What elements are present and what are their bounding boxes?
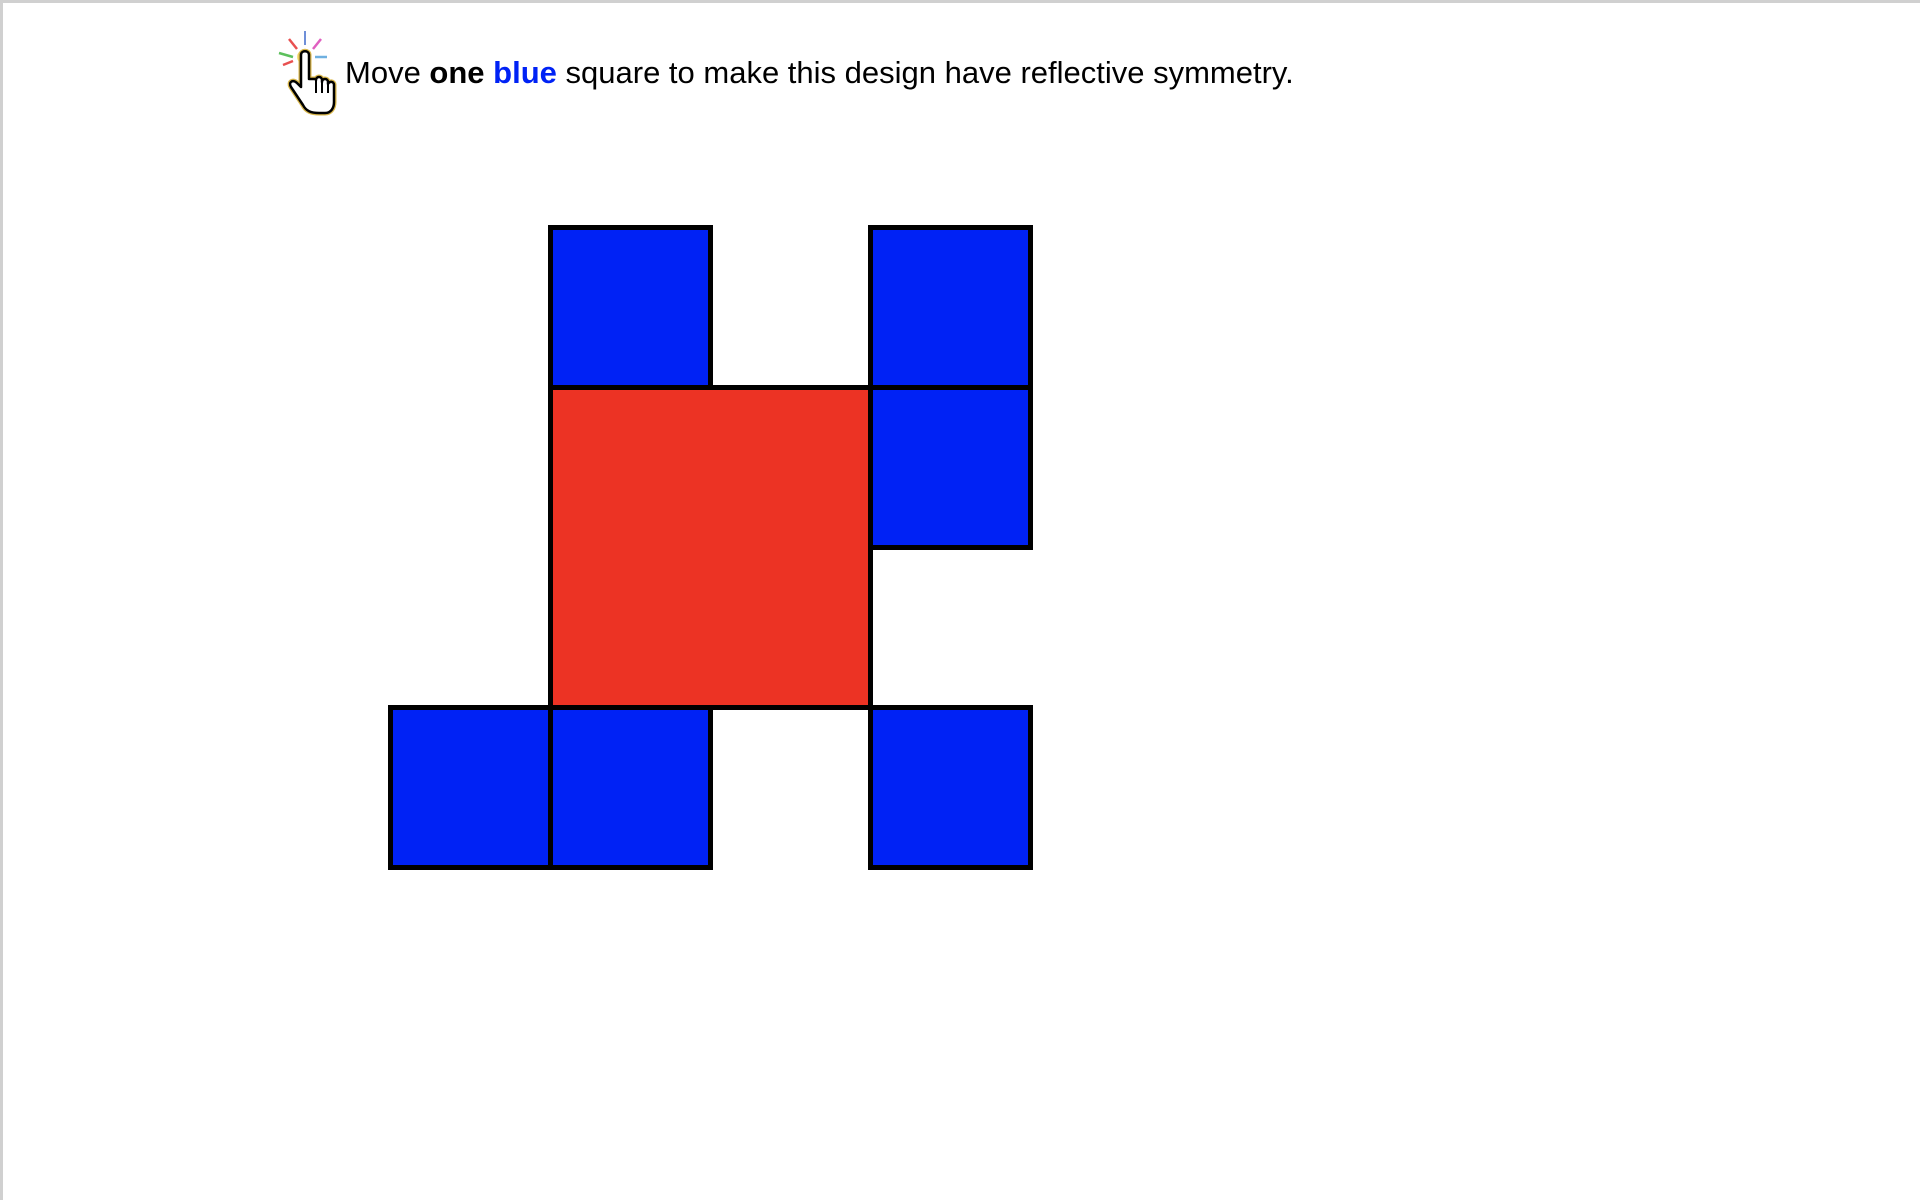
instruction-emphasis-one: one bbox=[429, 55, 485, 90]
blue-square[interactable] bbox=[548, 225, 713, 390]
instruction-emphasis-blue: blue bbox=[493, 55, 557, 90]
blue-square[interactable] bbox=[388, 705, 553, 870]
instruction-bar: Move one blue square to make this design… bbox=[271, 23, 1294, 123]
instruction-text-part: Move bbox=[345, 55, 430, 90]
blue-square[interactable] bbox=[868, 705, 1033, 870]
blue-square[interactable] bbox=[548, 705, 713, 870]
red-square bbox=[548, 385, 873, 710]
click-hand-icon bbox=[271, 25, 339, 121]
instruction-text-part: square to make this design have reflecti… bbox=[556, 55, 1294, 90]
blue-square[interactable] bbox=[868, 385, 1033, 550]
instruction-text-part bbox=[485, 55, 494, 90]
blue-square[interactable] bbox=[868, 225, 1033, 390]
symmetry-puzzle bbox=[3, 3, 1920, 1203]
instruction-text: Move one blue square to make this design… bbox=[345, 55, 1294, 91]
